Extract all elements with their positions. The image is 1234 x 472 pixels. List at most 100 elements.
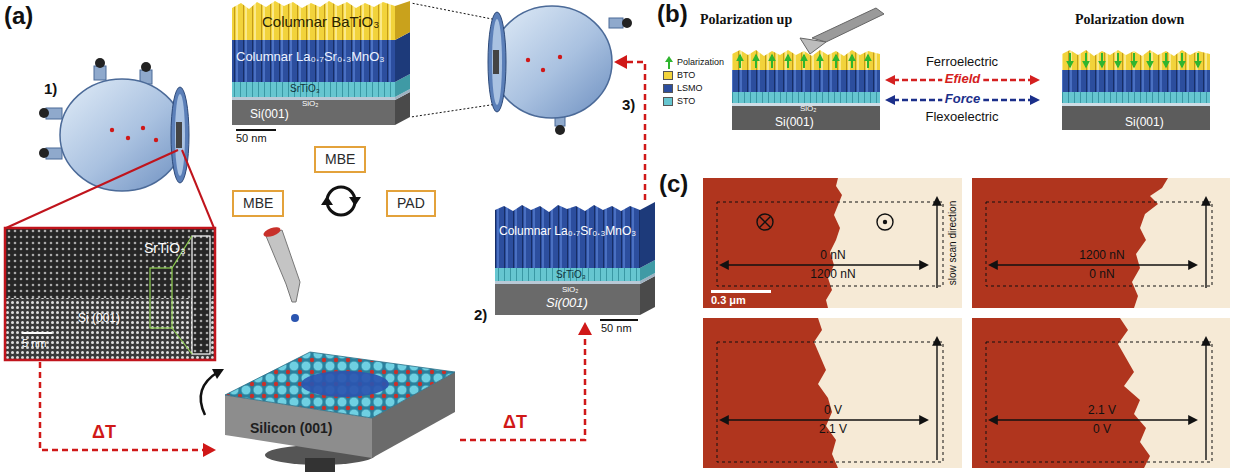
anneal-label: ΔT xyxy=(92,422,116,443)
zoom-lines xyxy=(411,3,497,20)
pipette xyxy=(262,225,282,239)
spin-coater xyxy=(301,371,389,397)
force-value: 1200 nN xyxy=(810,268,855,282)
legend-swatch xyxy=(663,84,673,93)
film-stack-node: Polarization downSi(001) xyxy=(1040,12,1228,132)
zoom-lines xyxy=(411,104,497,117)
mbe-chamber xyxy=(141,126,145,130)
step-number: 1) xyxy=(44,80,57,97)
polarization-arrows xyxy=(787,55,789,68)
bto-lsmo-stack xyxy=(395,32,410,82)
mbe-chamber xyxy=(609,18,623,28)
legend-label: BTO xyxy=(677,70,695,80)
polarization-arrows xyxy=(1117,53,1119,67)
mbe-chamber xyxy=(94,66,106,80)
mbe-chamber xyxy=(141,62,151,72)
mbe-chamber xyxy=(39,58,189,191)
polarization-arrows xyxy=(851,55,853,68)
mbe-chamber xyxy=(171,87,189,183)
pfm-image xyxy=(972,178,1230,308)
thin-film-stack xyxy=(1062,50,1210,130)
pfm-image xyxy=(760,217,771,228)
step-number: 2) xyxy=(474,306,487,323)
layer-label: Si(001) xyxy=(546,296,588,311)
process-arrow xyxy=(40,362,204,450)
process-arrow xyxy=(614,55,627,69)
legend-sample xyxy=(665,56,673,62)
spin-coater xyxy=(201,352,455,472)
bto-lsmo-stack xyxy=(395,1,410,40)
pfm-image xyxy=(703,318,838,468)
process-arrow xyxy=(40,55,645,457)
zoom-lines xyxy=(411,3,497,117)
polarization-arrows xyxy=(1197,53,1199,67)
scale-label: 50 nm xyxy=(601,322,632,335)
lsmo-stack xyxy=(640,202,655,268)
edge-label: Force xyxy=(942,92,983,107)
pfm-image xyxy=(717,202,943,286)
spin-coater xyxy=(201,372,218,415)
pfm-image xyxy=(877,214,893,230)
pfm-image xyxy=(936,338,937,460)
pfm-image xyxy=(703,318,962,468)
pfm-image xyxy=(721,264,927,265)
pfm-image xyxy=(936,198,937,288)
pipette xyxy=(266,230,300,302)
layer-label: Si (001) xyxy=(78,312,120,326)
tem-image xyxy=(150,268,172,328)
layer-label: SiO₂ xyxy=(800,104,816,113)
polarization-arrows xyxy=(835,55,837,68)
film-stack-node: Polarization upSiO₂Si(001) xyxy=(690,12,885,132)
polarization-arrows xyxy=(1069,53,1071,67)
pfm-image xyxy=(972,318,1150,468)
zoom-lines xyxy=(6,150,178,228)
force-value: 0 nN xyxy=(820,249,845,263)
layer-label: Columnar La₀.₇Sr₀.₃MnO₃ xyxy=(499,225,636,239)
legend-swatch xyxy=(663,71,673,80)
process-arrow xyxy=(578,322,592,335)
thin-film-stack xyxy=(732,50,880,70)
bto-lsmo-stack xyxy=(236,129,276,131)
pfm-image xyxy=(760,217,771,228)
pfm-image xyxy=(972,318,1230,468)
pfm-image xyxy=(703,178,962,308)
spin-coater xyxy=(305,458,335,472)
polarization-arrows xyxy=(803,55,805,68)
method-box: MBE xyxy=(314,146,366,173)
lsmo-stack xyxy=(495,268,640,281)
mbe-chamber xyxy=(175,94,185,176)
bto-lsmo-stack xyxy=(232,1,410,130)
mbe-chamber xyxy=(110,128,114,132)
polarization-arrows xyxy=(1133,53,1135,67)
lsmo-stack xyxy=(495,202,655,320)
tem-image xyxy=(22,332,52,334)
legend-label: Polarization xyxy=(677,57,724,67)
afm-tip xyxy=(800,8,884,54)
spin-coater xyxy=(225,352,455,418)
mbe-chamber xyxy=(622,18,632,28)
polarization-arrows xyxy=(1101,53,1103,67)
polarization-arrows xyxy=(1149,53,1151,67)
anneal-label: ΔT xyxy=(503,412,527,433)
box-label: MBE xyxy=(243,195,273,212)
scale-label: 0.3 μm xyxy=(711,294,746,307)
mbe-chamber xyxy=(526,58,530,62)
layer-label: Columnar La₀.₇Sr₀.₃MnO₃ xyxy=(236,50,385,65)
pfm-image xyxy=(703,178,842,308)
zoom-lines xyxy=(182,150,214,228)
mbe-chamber xyxy=(39,148,49,158)
state-heading: Polarization down xyxy=(1075,12,1184,28)
layer-label: SrTiO₃ xyxy=(290,83,320,95)
method-box: PAD xyxy=(386,190,436,217)
pfm-image xyxy=(703,178,962,308)
mbe-chamber xyxy=(60,79,184,191)
voltage-value: 2.1 V xyxy=(819,423,847,437)
lsmo-stack xyxy=(495,284,640,315)
polarization-arrows xyxy=(1085,53,1087,67)
effect-label: Flexoelectric xyxy=(926,110,999,125)
zoom-lines xyxy=(6,150,214,228)
mbe-chamber xyxy=(555,125,565,135)
force-value: 1200 nN xyxy=(1079,249,1124,263)
voltage-value: 0 V xyxy=(824,404,842,418)
pfm-image xyxy=(972,318,1230,468)
